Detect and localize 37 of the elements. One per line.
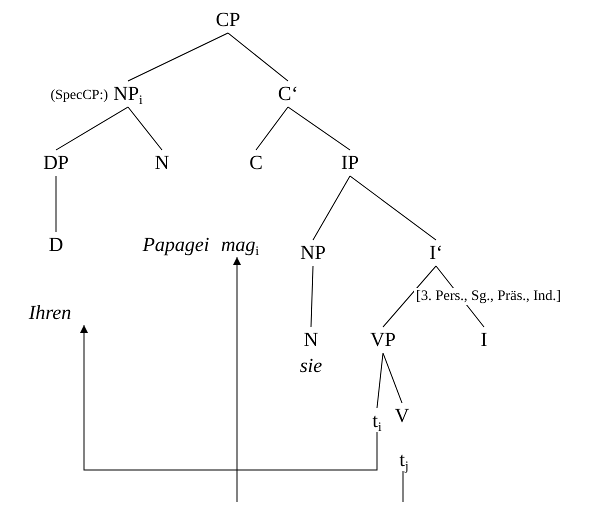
tree-branch	[288, 106, 350, 150]
tree-node-label: N	[152, 152, 172, 174]
node-annotation: (SpecCP:)	[50, 88, 108, 104]
movement-arrow	[233, 256, 241, 502]
movement-arrow	[80, 324, 378, 470]
tree-node-label: V	[392, 405, 412, 427]
tree-node-label: C‘	[276, 83, 300, 105]
tree-branch	[128, 106, 162, 150]
tree-node-label: I	[478, 329, 490, 351]
tree-node-label: DP	[41, 152, 71, 174]
tree-branch	[382, 266, 436, 328]
tree-node-label: mag$_{i}$	[218, 234, 262, 256]
tree-node-label: N	[302, 329, 320, 351]
tree-node-label: I‘	[427, 242, 445, 264]
tree-node-label: IP	[339, 152, 361, 174]
tree-node-label: C	[247, 152, 265, 174]
tree-node-label: NP	[298, 242, 328, 264]
tree-branch	[310, 266, 314, 328]
tree-node-label: Papagei	[140, 234, 212, 256]
tree-node-label: t$_{j}$	[397, 449, 411, 471]
tree-branch	[376, 352, 384, 408]
movement-line	[402, 470, 404, 502]
tree-branch	[382, 352, 402, 404]
tree-node-label: Ihren	[26, 302, 74, 324]
tree-branch	[312, 176, 350, 240]
tree-node-label: VP	[368, 329, 398, 351]
feature-annotation: [3. Pers., Sg., Präs., Ind.]	[414, 288, 563, 305]
tree-node-label: sie	[298, 355, 324, 377]
tree-node-label: NP$_{i}$	[111, 83, 145, 105]
tree-branch	[56, 106, 128, 150]
tree-node-label: CP	[214, 9, 242, 31]
tree-node-label: t$_{i}$	[370, 410, 384, 432]
tree-branch	[128, 32, 228, 82]
tree-branch	[228, 32, 288, 82]
tree-branch	[256, 106, 288, 150]
tree-node-label: D	[46, 234, 66, 256]
tree-branch	[350, 176, 436, 240]
